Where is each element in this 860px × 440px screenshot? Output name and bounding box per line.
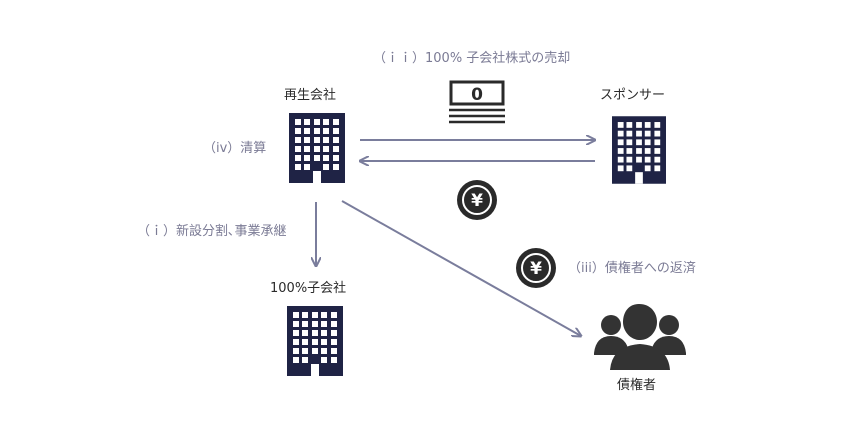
subsidiary-building-icon: [287, 306, 343, 376]
sponsor-label: スポンサー: [600, 88, 666, 103]
banknote-value: 0: [471, 85, 483, 105]
sponsor-building-icon: [612, 116, 666, 184]
subsidiary-label: 100%子会社: [270, 281, 347, 296]
creditors-group-icon: [594, 304, 686, 370]
yen-coin-icon: ¥: [457, 180, 497, 220]
creditors-label: 債権者: [617, 378, 657, 393]
saisei-company-building-icon: [289, 113, 345, 183]
saisei-company-label: 再生会社: [284, 88, 337, 103]
step-iii-label: （iii）債権者への返済: [568, 261, 696, 276]
yen-coin-icon: ¥: [516, 248, 556, 288]
arrow-repayment-to-creditors: [341, 200, 581, 336]
step-i-label: （ｉ）新設分割､事業承継: [137, 224, 287, 239]
yen-symbol: ¥: [471, 191, 483, 211]
step-iv-label: （iv）清算: [203, 141, 267, 156]
step-ii-label: （ｉｉ）100% 子会社株式の売却: [373, 51, 571, 66]
banknote-icon: 0: [449, 80, 505, 124]
yen-symbol: ¥: [530, 259, 542, 279]
